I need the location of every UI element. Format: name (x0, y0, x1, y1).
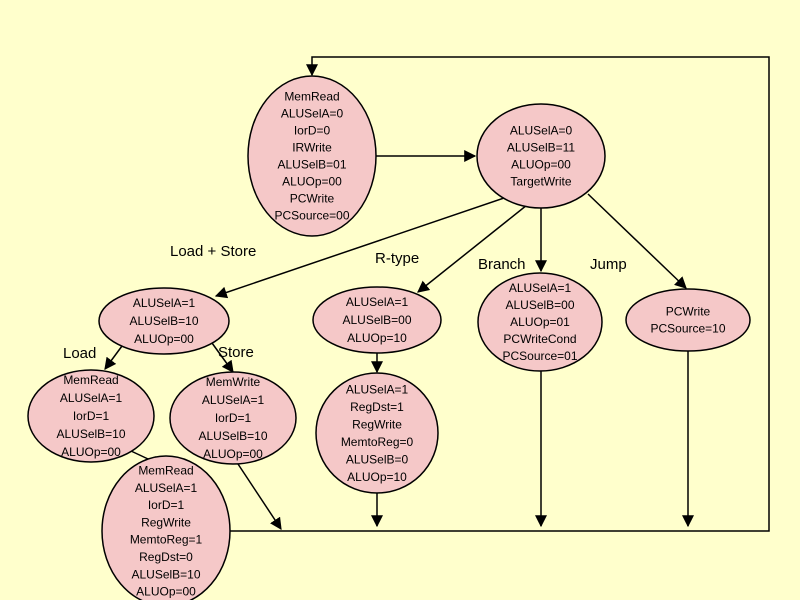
state-nodes: MemReadALUSelA=0IorD=0IRWriteALUSelB=01A… (27, 75, 751, 600)
state-signal: ALUSelB=00 (505, 298, 574, 312)
state-signal: ALUSelA=1 (346, 382, 409, 396)
state-branch: ALUSelA=1ALUSelB=00ALUOp=01PCWriteCondPC… (477, 272, 603, 372)
state-signal: ALUOp=00 (203, 447, 263, 461)
state-signal: IorD=1 (148, 498, 185, 512)
state-mem-write: MemWriteALUSelA=1IorD=1ALUSelB=10ALUOp=0… (169, 371, 297, 465)
state-writeback: MemReadALUSelA=1IorD=1RegWriteMemtoReg=1… (101, 455, 231, 600)
state-signal: ALUOp=10 (347, 470, 407, 484)
edge-label-branch: Branch (478, 256, 526, 273)
edge-label-jump: Jump (590, 256, 627, 273)
state-signal: ALUSelA=0 (281, 107, 344, 121)
state-signal: RegWrite (141, 515, 191, 529)
state-signal: ALUSelA=1 (60, 391, 123, 405)
state-ellipse (315, 372, 439, 494)
state-rtype-complete: ALUSelA=1RegDst=1RegWriteMemtoReg=0ALUSe… (315, 372, 439, 494)
edge-memaddr-memread (104, 345, 123, 370)
state-signal: ALUSelA=1 (202, 393, 265, 407)
state-signal: PCWrite (666, 305, 711, 319)
state-signal: ALUOp=01 (510, 315, 570, 329)
edge-label-load: Load (63, 345, 96, 362)
edge-decode-rtype (417, 204, 528, 293)
state-ellipse (27, 369, 155, 463)
state-ellipse (477, 272, 603, 372)
state-signal: ALUSelA=1 (509, 281, 572, 295)
state-signal: MemRead (284, 90, 339, 104)
state-signal: ALUOp=10 (347, 331, 407, 345)
edge-label-store: Store (218, 344, 254, 361)
state-signal: MemWrite (206, 375, 261, 389)
edge-decode-jump (587, 193, 687, 289)
edge-return-bus (230, 56, 770, 532)
state-signal: MemRead (138, 463, 193, 477)
state-signal: TargetWrite (510, 175, 571, 189)
transition-edges (104, 56, 770, 532)
state-signal: ALUSelB=10 (129, 314, 198, 328)
state-signal: IorD=1 (73, 409, 110, 423)
state-signal: PCWriteCond (503, 332, 576, 346)
state-signal: ALUSelB=11 (507, 141, 575, 155)
state-signal: ALUSelB=10 (56, 427, 125, 441)
edge-labels: Load + Store R-type Branch Jump Load Sto… (63, 243, 627, 362)
state-signal: ALUSelA=0 (510, 124, 573, 138)
state-signal: ALUSelA=1 (135, 481, 198, 495)
state-signal: RegDst=0 (139, 550, 193, 564)
edge-memaddr-memwrite (211, 342, 234, 373)
state-ellipse (625, 288, 751, 352)
state-signal: ALUOp=00 (282, 175, 342, 189)
state-signal: ALUSelB=00 (342, 313, 411, 327)
state-signal: ALUSelA=1 (133, 296, 196, 310)
state-signal: MemRead (63, 373, 118, 387)
edge-label-rtype: R-type (375, 250, 419, 267)
state-ellipse (98, 287, 230, 355)
state-signal: ALUSelB=10 (198, 429, 267, 443)
state-signal: IRWrite (292, 141, 332, 155)
state-signal: PCWrite (290, 192, 335, 206)
state-signal: RegWrite (352, 417, 402, 431)
state-signal: PCSource=01 (502, 349, 577, 363)
state-signal: ALUSelB=01 (277, 158, 346, 172)
state-signal: ALUOp=00 (61, 445, 121, 459)
state-ellipse (169, 371, 297, 465)
state-signal: PCSource=00 (274, 209, 349, 223)
state-signal: ALUOp=00 (134, 332, 194, 346)
state-signal: PCSource=10 (650, 322, 725, 336)
state-signal: ALUOp=00 (511, 158, 571, 172)
edge-memwrite-bus (237, 463, 282, 531)
state-ellipse (476, 103, 606, 209)
state-signal: IorD=1 (215, 411, 252, 425)
state-signal: RegDst=1 (350, 400, 404, 414)
state-signal: MemtoReg=0 (341, 435, 414, 449)
state-ellipse (247, 75, 377, 237)
state-signal: ALUSelB=10 (131, 567, 200, 581)
edge-decode-memaddr (214, 195, 511, 299)
state-ellipse (312, 286, 442, 354)
state-signal: ALUSelA=1 (346, 295, 409, 309)
state-ellipse (101, 455, 231, 600)
state-signal: MemtoReg=1 (130, 533, 203, 547)
state-signal: IorD=0 (294, 124, 331, 138)
state-fetch: MemReadALUSelA=0IorD=0IRWriteALUSelB=01A… (247, 75, 377, 237)
state-signal: ALUOp=00 (136, 585, 196, 599)
edge-label-load-store: Load + Store (170, 243, 256, 260)
state-signal: ALUSelB=0 (346, 452, 409, 466)
